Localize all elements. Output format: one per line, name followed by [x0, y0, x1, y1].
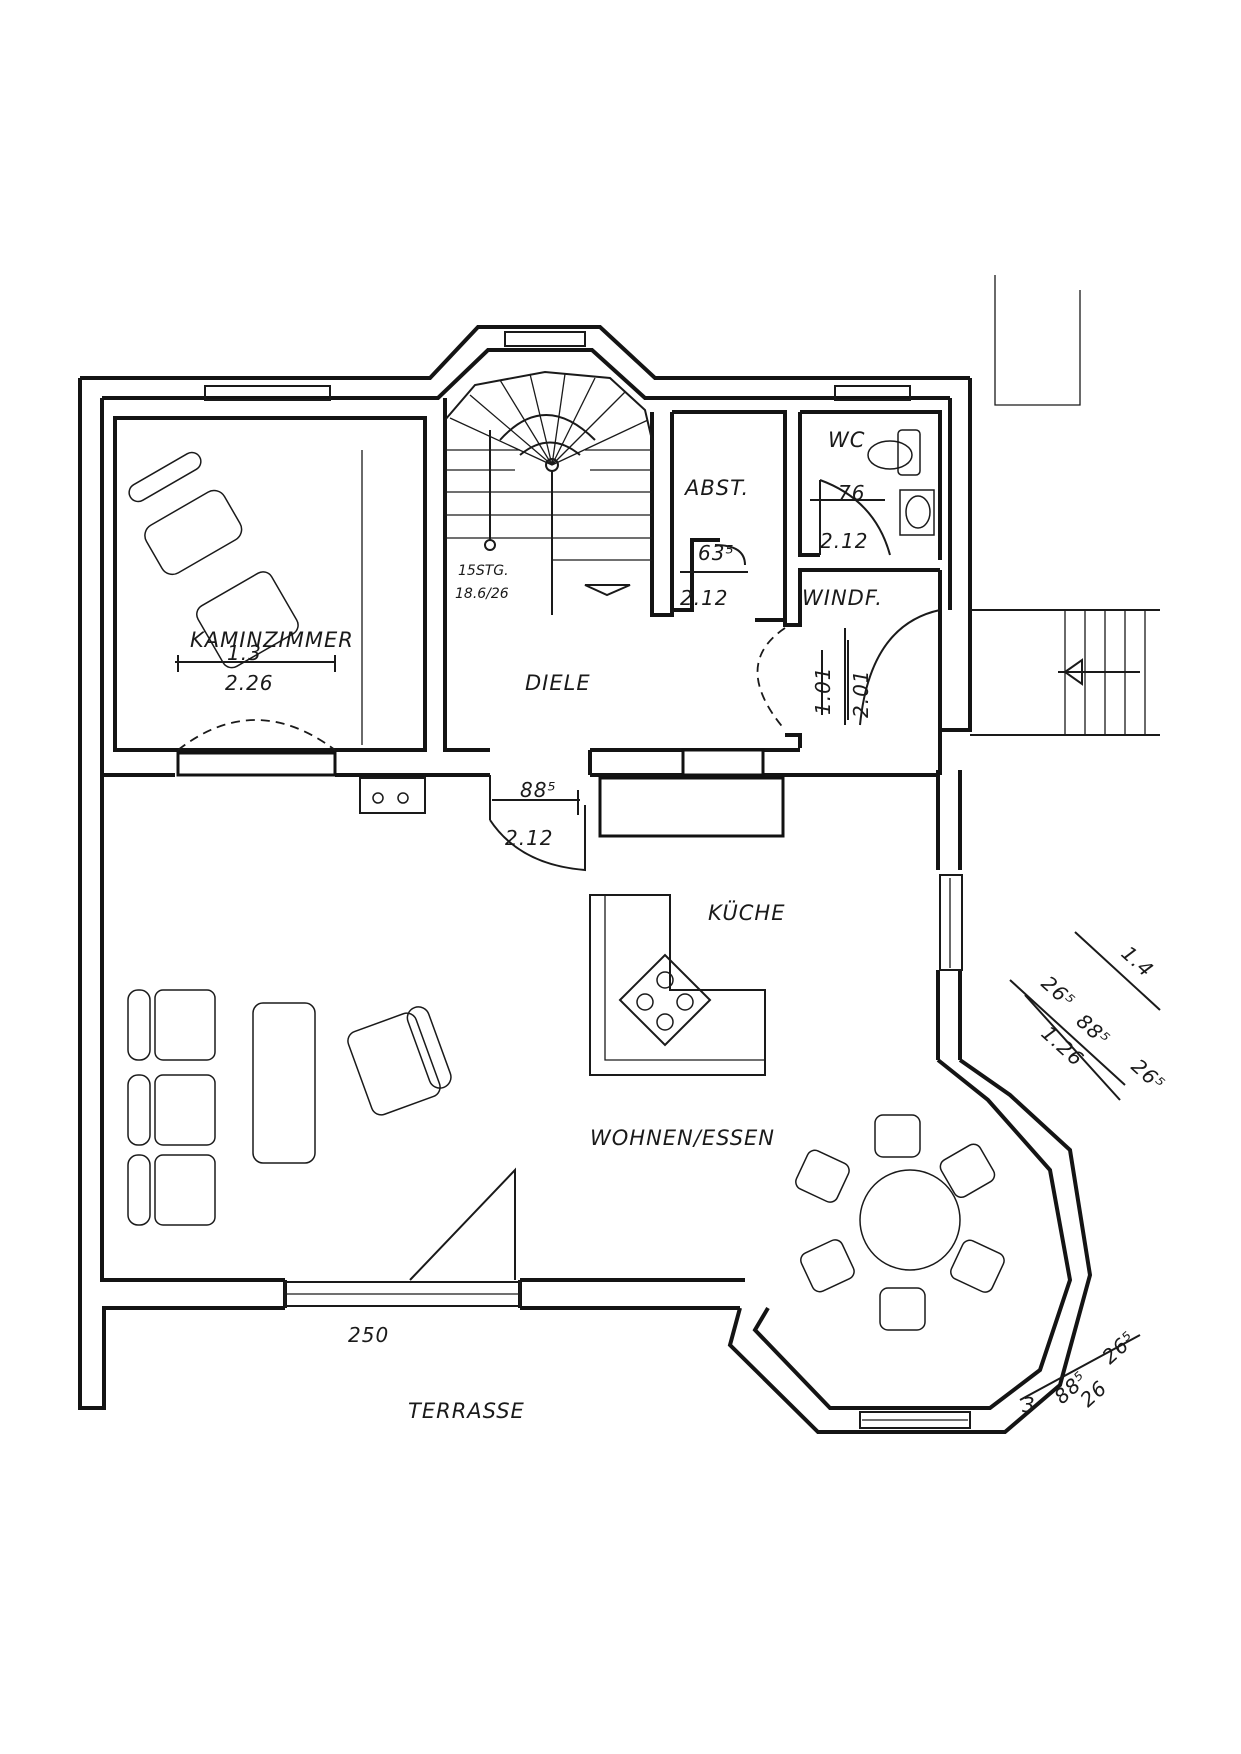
kaminzimmer-label: KAMINZIMMER — [190, 628, 354, 652]
terrace-opening-dim: 250 — [348, 1323, 389, 1347]
wc-door-width-dim: 76 — [838, 481, 865, 505]
doors — [176, 479, 941, 1281]
terrasse-label: TERRASSE — [408, 1399, 525, 1423]
wc-door-height-dim: 2.12 — [820, 529, 869, 553]
stairs — [444, 370, 653, 615]
diele-door-width-dim: 88⁵ — [520, 778, 556, 802]
bay-dim-1: 26⁵ — [1037, 971, 1080, 1013]
outer-walls — [78, 325, 1093, 1434]
bay-dim-7: 26⁵ — [1097, 1326, 1140, 1368]
dining-set — [795, 1114, 1005, 1331]
kaminzimmer-door-opening — [176, 751, 337, 777]
sofa-group — [127, 989, 452, 1226]
kaminzimmer-width-dim: 2.26 — [225, 671, 274, 695]
entrance-stairs — [970, 275, 1160, 736]
stairs-ratio-label: 18.6/26 — [455, 586, 509, 602]
wohnen-essen-label: WOHNEN/ESSEN — [590, 1126, 775, 1150]
furniture — [127, 429, 1005, 1331]
kitchen-pass-through — [681, 748, 765, 777]
wc-fixtures — [867, 429, 935, 536]
diele-label: DIELE — [525, 671, 591, 695]
windf-door-height-dim: 2.01 — [849, 669, 873, 718]
stove — [359, 777, 426, 814]
inner-walls — [100, 398, 942, 777]
bay-dim-9: 3 — [1022, 1393, 1036, 1417]
kuche-label: KÜCHE — [708, 900, 786, 925]
kitchen-counter — [598, 776, 785, 838]
bay-dim-3: 26⁵ — [1127, 1054, 1170, 1096]
dimension-lines — [175, 499, 1161, 1401]
windf-label: WINDF. — [802, 586, 883, 610]
abst-door-width-dim: 63⁵ — [698, 541, 734, 565]
abst-label: ABST. — [683, 476, 749, 500]
windf-door-width-dim: 1.01 — [811, 666, 835, 715]
stairs-steps-label: 15STG. — [458, 563, 509, 579]
wc-label: WC — [828, 428, 865, 452]
kaminzimmer-furniture — [128, 451, 299, 669]
abst-door-height-dim: 2.12 — [680, 586, 729, 610]
kaminzimmer-top-dim: 1.3 — [227, 641, 262, 665]
windows — [204, 331, 971, 1429]
kitchen-island — [589, 894, 766, 1076]
diele-door-height-dim: 2.12 — [505, 826, 554, 850]
